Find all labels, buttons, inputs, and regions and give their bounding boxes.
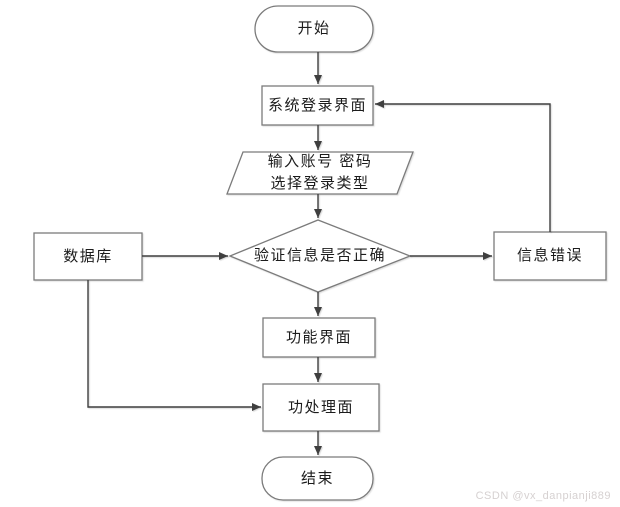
node-input-shape bbox=[226, 151, 414, 195]
node-start-shape bbox=[254, 5, 374, 53]
edge-database-process bbox=[87, 280, 261, 411]
watermark: CSDN @vx_danpianji889 bbox=[475, 490, 611, 502]
node-error-label: 信息错误 bbox=[516, 247, 583, 265]
node-login-shape bbox=[261, 85, 374, 126]
node-process-shape bbox=[262, 383, 380, 432]
edge-error-login bbox=[375, 100, 551, 232]
node-database-shape bbox=[33, 232, 143, 281]
connectors-group bbox=[87, 52, 551, 455]
node-end-label: 结束 bbox=[300, 469, 334, 487]
node-process-label: 功处理面 bbox=[287, 398, 354, 416]
shapes-group bbox=[33, 5, 607, 501]
node-verify-label: 验证信息是否正确 bbox=[253, 247, 386, 265]
node-end-shape bbox=[261, 456, 374, 501]
node-database-label: 数据库 bbox=[63, 247, 113, 265]
node-function-shape bbox=[262, 317, 376, 358]
node-input-label: 输入账号 密码 选择登录类型 bbox=[267, 152, 373, 192]
node-function-label: 功能界面 bbox=[285, 328, 352, 346]
node-start-label: 开始 bbox=[297, 20, 331, 38]
node-login-label: 系统登录界面 bbox=[267, 96, 367, 114]
